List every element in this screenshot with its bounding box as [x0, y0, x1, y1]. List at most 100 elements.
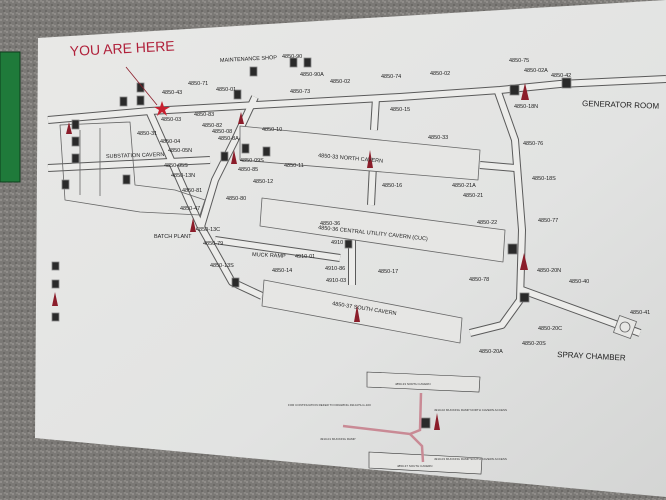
station-label: 4850-12 — [253, 179, 273, 185]
station-label: 4850-90A — [300, 72, 324, 78]
red-cone-icon — [52, 292, 58, 306]
station-label: 4850-14 — [272, 268, 292, 274]
station-label: 4850-85 — [238, 167, 258, 173]
station-label: 4850-20N — [537, 268, 561, 274]
equipment-marker-icon — [136, 95, 145, 106]
station-label: 4910-03 — [326, 278, 346, 284]
south-cavern — [261, 279, 463, 344]
equipment-marker-icon — [220, 151, 229, 162]
red-cone-icon — [190, 218, 196, 232]
map-label: 4910-02 MUCKING RAMP NORTH CAVERN ACCESS — [434, 408, 507, 412]
red-cone-icon — [367, 150, 373, 168]
equipment-marker-icon — [303, 57, 312, 68]
station-label: 4850-43 — [162, 90, 182, 96]
maintenance-shop-label: MAINTENANCE SHOP — [220, 55, 278, 64]
equipment-marker-icon — [344, 239, 353, 249]
station-label: 4850-82 — [202, 123, 222, 129]
station-label: 4850-01 — [216, 87, 236, 93]
muck-ramp-label: MUCK RAMP — [252, 252, 286, 260]
equipment-marker-icon — [509, 84, 520, 96]
station-label: 4850-20C — [538, 326, 562, 332]
station-label: 4850-18N — [514, 104, 538, 110]
equipment-marker-icon — [241, 143, 250, 154]
equipment-marker-icon — [519, 292, 530, 303]
station-label: 4850-04 — [160, 139, 180, 145]
red-markers — [52, 83, 529, 430]
you-are-here-star-icon — [154, 101, 170, 116]
station-label: 4850-13S — [210, 263, 234, 269]
map-label: 4850-33 NORTH CAVERN — [395, 382, 431, 386]
station-label: 4850-8A — [218, 136, 239, 142]
station-label: 4850-15 — [390, 107, 410, 113]
red-cone-icon — [354, 305, 360, 322]
map-label: 4850-37 SOUTH CAVERN — [397, 464, 432, 468]
station-label: 4850-22 — [477, 220, 497, 226]
inset-south-cavern — [368, 451, 483, 475]
station-label: 4850-40 — [569, 279, 589, 285]
equipment-marker-icon — [136, 82, 145, 93]
station-label: 4850-20A — [479, 349, 503, 355]
station-label: 4910-01 — [295, 254, 315, 260]
map-label: 4910-03 MUCKING RAMP SOUTH CAVERN ACCESS — [434, 457, 507, 461]
red-cone-icon — [521, 83, 529, 100]
station-label: 4850-47 — [180, 206, 200, 212]
station-label: 4850-02 — [330, 79, 350, 85]
station-label: 4850-13N — [171, 173, 195, 179]
station-label: 4850-05S — [164, 163, 188, 169]
station-label: 4850-02A — [524, 68, 548, 74]
station-label: 4850-78 — [469, 277, 489, 283]
north-cavern-label: 4850-33 NORTH CAVERN — [318, 153, 384, 165]
tunnels — [47, 75, 666, 344]
equipment-marker-icon — [262, 146, 271, 157]
red-cone-icon — [520, 253, 528, 270]
equipment-marker-icon — [249, 66, 258, 77]
batch-plant-label: BATCH PLANT — [154, 234, 192, 240]
station-labels: 4850-43 4850-71 4850-01 4850-90 4850-90A… — [137, 54, 650, 355]
station-label: 4850-80 — [226, 196, 246, 202]
station-label: 4850-81 — [182, 188, 202, 194]
red-cone-icon — [66, 122, 72, 134]
station-label: 4850-08 — [212, 129, 232, 135]
generator-room-label: GENERATOR ROOM — [582, 99, 660, 111]
station-label: 4850-10 — [262, 127, 282, 133]
you-are-here-label: YOU ARE HERE — [69, 38, 175, 59]
station-label: 4850-79 — [203, 241, 223, 247]
red-cone-icon — [434, 413, 440, 430]
station-label: 4850-21 — [463, 193, 483, 199]
equipment-marker-icon — [51, 279, 60, 289]
station-label: 4850-05N — [168, 148, 192, 154]
station-label: 4850-03 — [161, 117, 181, 123]
station-label: 4850-17 — [378, 269, 398, 275]
equipment-marker-icon — [289, 57, 298, 68]
station-label: 4850-31 — [137, 131, 157, 137]
equipment-marker-icon — [233, 89, 242, 100]
station-label: 4850-16 — [382, 183, 402, 189]
equipment-markers — [51, 57, 572, 429]
station-label: 4850-18S — [532, 176, 556, 182]
station-label: 4850-76 — [523, 141, 543, 147]
station-label: 4850-71 — [188, 81, 208, 87]
station-label: 4850-36 — [320, 221, 340, 227]
red-cone-icon — [238, 112, 244, 124]
station-label: 4910 — [331, 240, 343, 246]
station-label: 4850-02 — [430, 71, 450, 77]
equipment-marker-icon — [507, 243, 518, 255]
green-sign — [0, 51, 21, 183]
equipment-marker-icon — [561, 77, 572, 89]
equipment-marker-icon — [119, 96, 128, 107]
equipment-marker-icon — [71, 136, 80, 147]
equipment-marker-icon — [122, 174, 131, 185]
station-label: 4850-74 — [381, 74, 401, 80]
station-label: 4850-42 — [551, 73, 571, 79]
central-utility-cavern — [259, 197, 506, 263]
north-cavern — [239, 125, 481, 181]
station-label: 4850-83 — [194, 112, 214, 118]
equipment-marker-icon — [420, 417, 431, 429]
red-cone-icon — [231, 150, 237, 164]
station-label: 4850-73 — [290, 89, 310, 95]
equipment-marker-icon — [231, 277, 240, 288]
station-label: 4850-75 — [509, 58, 529, 64]
inset-north-cavern — [366, 371, 481, 393]
station-label: 4850-21A — [452, 183, 476, 189]
